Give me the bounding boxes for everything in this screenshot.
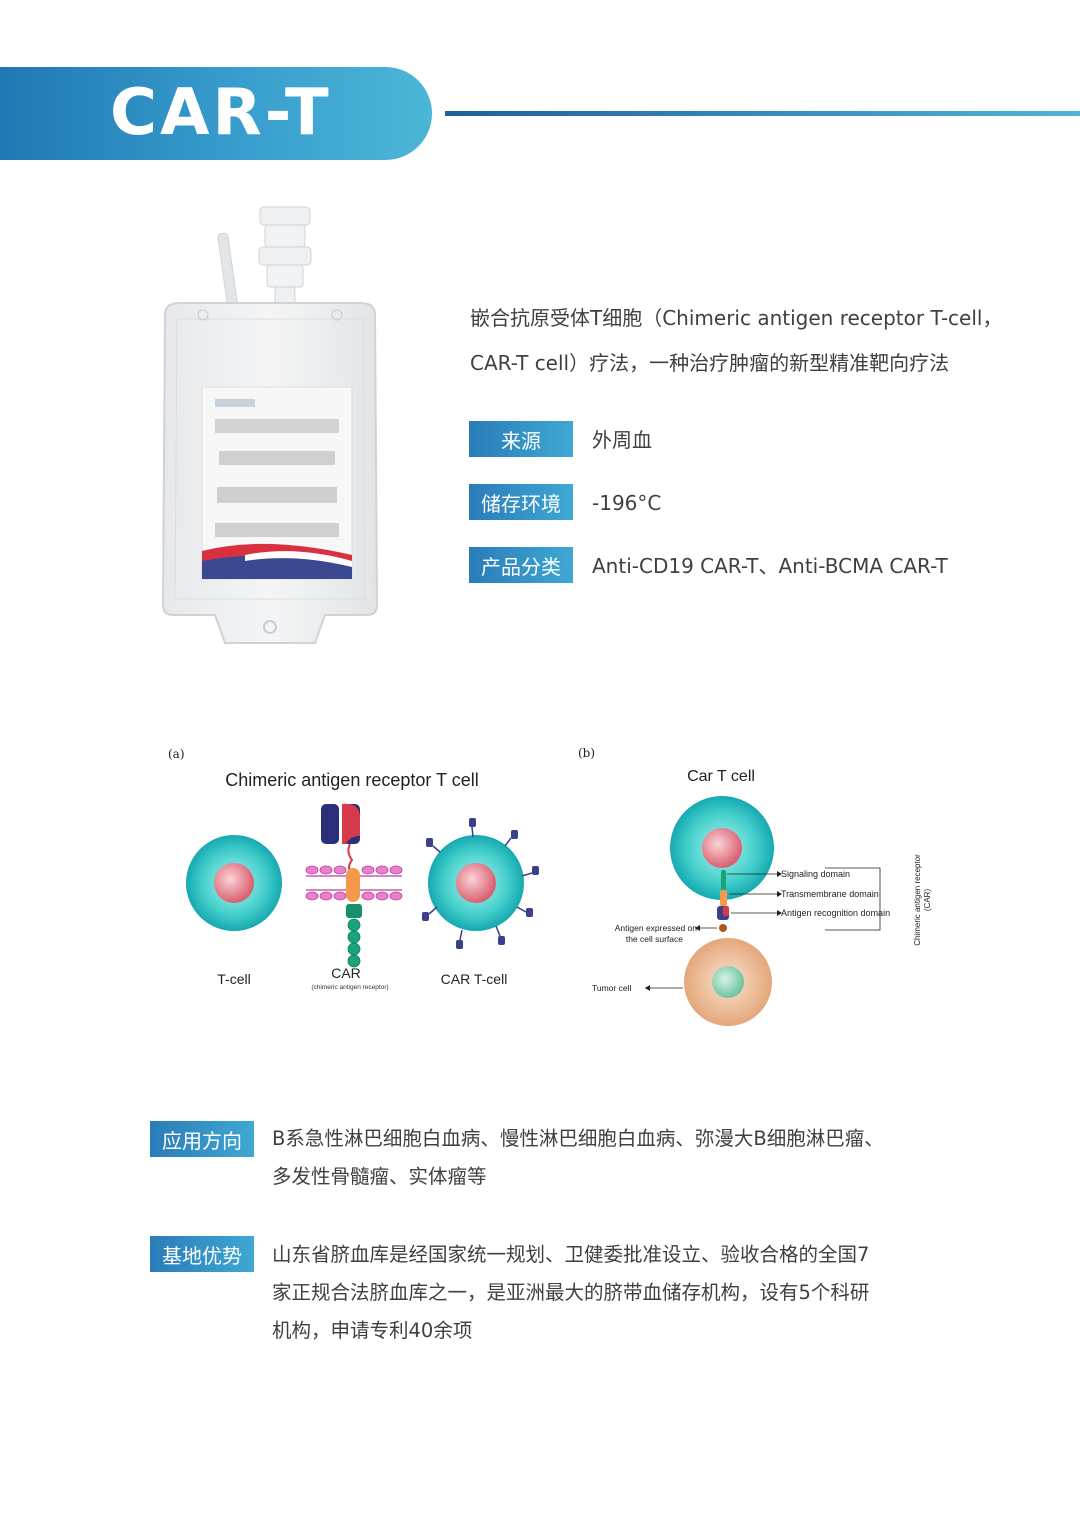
advantages-line-1: 山东省脐血库是经国家统一规划、卫健委批准设立、验收合格的全国7: [272, 1243, 870, 1266]
advantages-line-3: 机构，申请专利40余项: [272, 1319, 473, 1342]
value-category: Anti-CD19 CAR-T、Anti-BCMA CAR-T: [592, 554, 948, 578]
application-line-1: B系急性淋巴细胞白血病、慢性淋巴细胞白血病、弥漫大B细胞淋巴瘤、: [272, 1127, 884, 1150]
panel-label-b: (b): [578, 746, 595, 760]
label-antigen-line-1: Antigen expressed on: [615, 923, 697, 933]
tag-category: 产品分类: [469, 547, 573, 583]
intro-text: 嵌合抗原受体T细胞（Chimeric antigen receptor T-ce…: [470, 296, 1030, 386]
tag-advantages: 基地优势: [150, 1236, 254, 1272]
label-car-sub: (chimeric antigen receptor): [311, 984, 388, 991]
label-signaling-domain: Signaling domain: [781, 869, 850, 879]
tag-storage: 储存环境: [469, 484, 573, 520]
value-storage: -196°C: [592, 491, 662, 515]
advantages-line-2: 家正规合法脐血库之一，是亚洲最大的脐带血储存机构，设有5个科研: [272, 1281, 870, 1304]
label-car-bracket-1: Chimeric antigen receptor: [913, 854, 922, 946]
diagram-a-title: Chimeric antigen receptor T cell: [225, 770, 478, 790]
label-car-bracket-2: (CAR): [923, 889, 932, 912]
application-line-2: 多发性骨髓瘤、实体瘤等: [272, 1165, 487, 1188]
panel-label-a: (a): [168, 747, 185, 761]
label-transmembrane-domain: Transmembrane domain: [781, 889, 879, 899]
label-t-cell: T-cell: [217, 971, 250, 987]
value-source: 外周血: [592, 428, 652, 452]
diagram-car-t-mechanism: (b) Car T cell Signaling domain Transmem…: [578, 746, 932, 1026]
page-title: CAR-T: [110, 76, 332, 150]
diagram-car-t-structure: (a) Chimeric antigen receptor T cell: [168, 747, 539, 991]
intro-line-2: CAR-T cell）疗法，一种治疗肿瘤的新型精准靶向疗法: [470, 351, 950, 375]
label-car: CAR: [331, 965, 361, 981]
intro-line-1: 嵌合抗原受体T细胞（Chimeric antigen receptor T-ce…: [470, 306, 1003, 330]
header-divider: [445, 111, 1080, 116]
advantages-text: 山东省脐血库是经国家统一规划、卫健委批准设立、验收合格的全国7 家正规合法脐血库…: [272, 1236, 912, 1350]
header-banner: [0, 67, 432, 160]
application-text: B系急性淋巴细胞白血病、慢性淋巴细胞白血病、弥漫大B细胞淋巴瘤、 多发性骨髓瘤、…: [272, 1120, 912, 1196]
cell-bag-image: [161, 206, 379, 644]
tag-application: 应用方向: [150, 1121, 254, 1157]
label-car-t-cell: CAR T-cell: [441, 971, 508, 987]
label-tumor-cell: Tumor cell: [592, 983, 631, 993]
tag-source: 来源: [469, 421, 573, 457]
label-antigen-recognition-domain: Antigen recognition domain: [781, 908, 890, 918]
diagram-b-title: Car T cell: [687, 768, 755, 785]
label-antigen-line-2: the cell surface: [626, 934, 683, 944]
